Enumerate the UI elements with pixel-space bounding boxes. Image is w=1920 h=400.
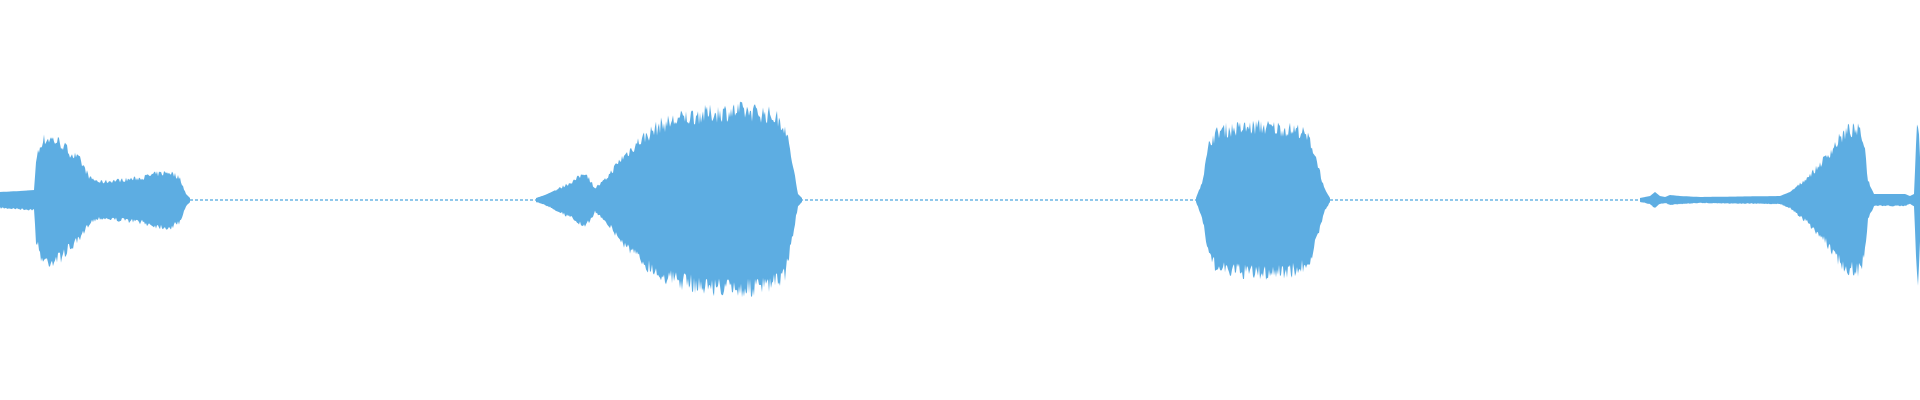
clip-3-waveform [1196, 119, 1330, 280]
waveform-samples [0, 101, 1920, 298]
clip-1-waveform [0, 134, 190, 267]
clip-2-waveform [536, 101, 802, 298]
clip-4-waveform [1640, 123, 1920, 286]
